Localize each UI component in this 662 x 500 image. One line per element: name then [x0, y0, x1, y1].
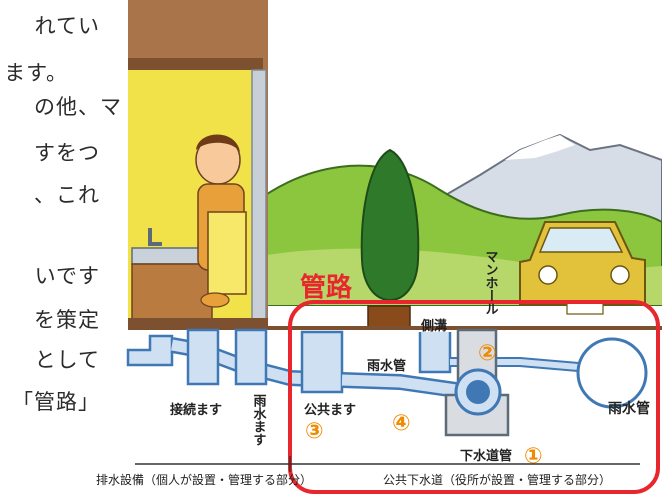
- private-part-label: 排水設備（個人が設置・管理する部分）: [96, 472, 312, 487]
- person-slippers: [200, 292, 230, 308]
- house-floor: [128, 318, 268, 328]
- side-text-line: すをつ: [34, 141, 100, 165]
- connection-box: [186, 328, 220, 386]
- rain-box: [234, 328, 268, 386]
- side-ditch-pipe: [418, 332, 452, 374]
- side-ditch-label: 側溝: [420, 318, 447, 334]
- side-text-line: 、これ: [34, 183, 100, 207]
- side-text-line: の他、マ: [34, 95, 122, 119]
- house-drain-pipe: [126, 334, 174, 367]
- sewer-pipe-label: 下水道管: [460, 448, 512, 464]
- rain-pipe-label-top: 雨水管: [367, 358, 406, 374]
- planter: [367, 305, 411, 329]
- public-part-label: 公共下水道（役所が設置・管理する部分）: [383, 472, 611, 487]
- mountain-snow: [505, 135, 575, 160]
- kitchen-counter: [131, 263, 213, 320]
- public-box: [300, 330, 344, 394]
- side-text-line: 「管路」: [12, 390, 100, 414]
- car-headlight: [610, 265, 630, 285]
- number-2: ②: [478, 341, 497, 366]
- connection-box-label: 接続ます: [170, 402, 222, 418]
- faucet: [148, 228, 162, 246]
- sewer-main-inner: [466, 380, 490, 404]
- side-text-line: ます。: [4, 61, 68, 85]
- car-windshield: [538, 227, 624, 253]
- car-headlight: [538, 265, 558, 285]
- side-text-line: として: [34, 348, 100, 372]
- ground-line: [128, 326, 662, 330]
- side-text-line: いです: [34, 264, 100, 288]
- number-3: ③: [305, 419, 324, 444]
- rain-pipe-label-right: 雨水管: [608, 400, 650, 417]
- downspout: [251, 69, 267, 331]
- public-sewer-outline: [288, 300, 660, 494]
- number-1: ①: [524, 444, 543, 469]
- kanro-label: 管路: [300, 272, 353, 303]
- lateral-pipe: [341, 374, 471, 398]
- side-text: れてい ます。 の他、マ すをつ 、これ いです を策定 として 「管路」: [0, 0, 130, 440]
- house-eave: [128, 58, 263, 70]
- person-apron: [207, 211, 247, 295]
- manhole-label: マンホール: [483, 250, 499, 315]
- rain-box-label: 雨水ます: [251, 394, 267, 446]
- storm-main-pipe: [576, 337, 648, 409]
- side-text-line: れてい: [34, 14, 100, 38]
- person-hair: [196, 134, 240, 152]
- number-4: ④: [392, 411, 411, 436]
- side-text-line: を策定: [34, 308, 100, 332]
- public-box-label: 公共ます: [304, 402, 356, 418]
